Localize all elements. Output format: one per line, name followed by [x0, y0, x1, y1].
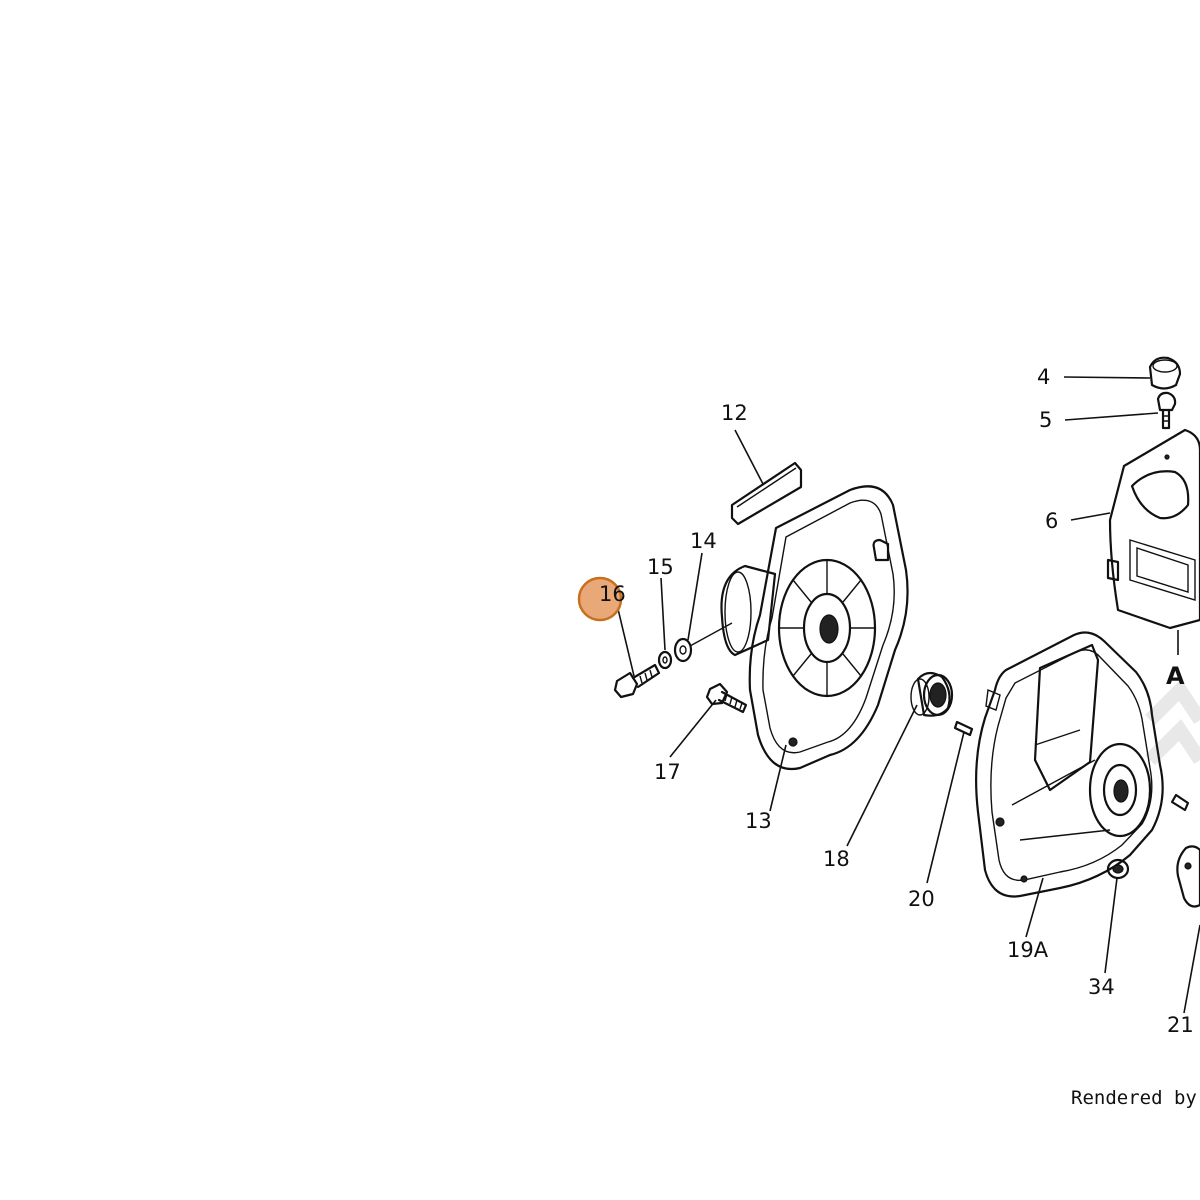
part-4-cap-nut — [1148, 356, 1182, 390]
part-12-label-plate — [730, 461, 803, 526]
callout-16[interactable]: 16 — [599, 582, 626, 606]
callout-5[interactable]: 5 — [1039, 408, 1052, 432]
callout-4[interactable]: 4 — [1037, 365, 1050, 389]
part-15-spring-washer — [657, 650, 673, 670]
leader-lines — [617, 376, 1200, 1014]
callout-21[interactable]: 21 — [1167, 1013, 1194, 1037]
watermark-logo — [1145, 679, 1200, 765]
render-credit: Rendered by Lea — [1071, 1087, 1200, 1109]
part-19a-crankcase — [975, 631, 1164, 898]
callout-6[interactable]: 6 — [1045, 509, 1058, 533]
callout-15[interactable]: 15 — [647, 555, 674, 579]
callout-13[interactable]: 13 — [745, 809, 772, 833]
part-16-hex-bolt — [613, 663, 661, 699]
callout-34[interactable]: 34 — [1088, 975, 1115, 999]
part-17-flange-bolt — [705, 682, 748, 714]
section-marker-a: A — [1166, 662, 1185, 690]
callout-17[interactable]: 17 — [654, 760, 681, 784]
part-13-fan-housing — [720, 485, 909, 771]
part-18-bearing-seal — [910, 671, 954, 717]
callout-16-highlight[interactable] — [577, 576, 623, 622]
part-20-dowel-pin — [953, 720, 974, 737]
callout-14[interactable]: 14 — [690, 529, 717, 553]
callout-18[interactable]: 18 — [823, 847, 850, 871]
part-34-plug — [1106, 858, 1130, 880]
callout-19a[interactable]: 19A — [1007, 938, 1049, 962]
part-21-gasket-plate — [1170, 793, 1200, 908]
callout-20[interactable]: 20 — [908, 887, 935, 911]
part-5-screw — [1156, 391, 1177, 460]
part-14-washer — [673, 622, 733, 663]
callout-12[interactable]: 12 — [721, 401, 748, 425]
part-6-cover — [1106, 428, 1200, 630]
